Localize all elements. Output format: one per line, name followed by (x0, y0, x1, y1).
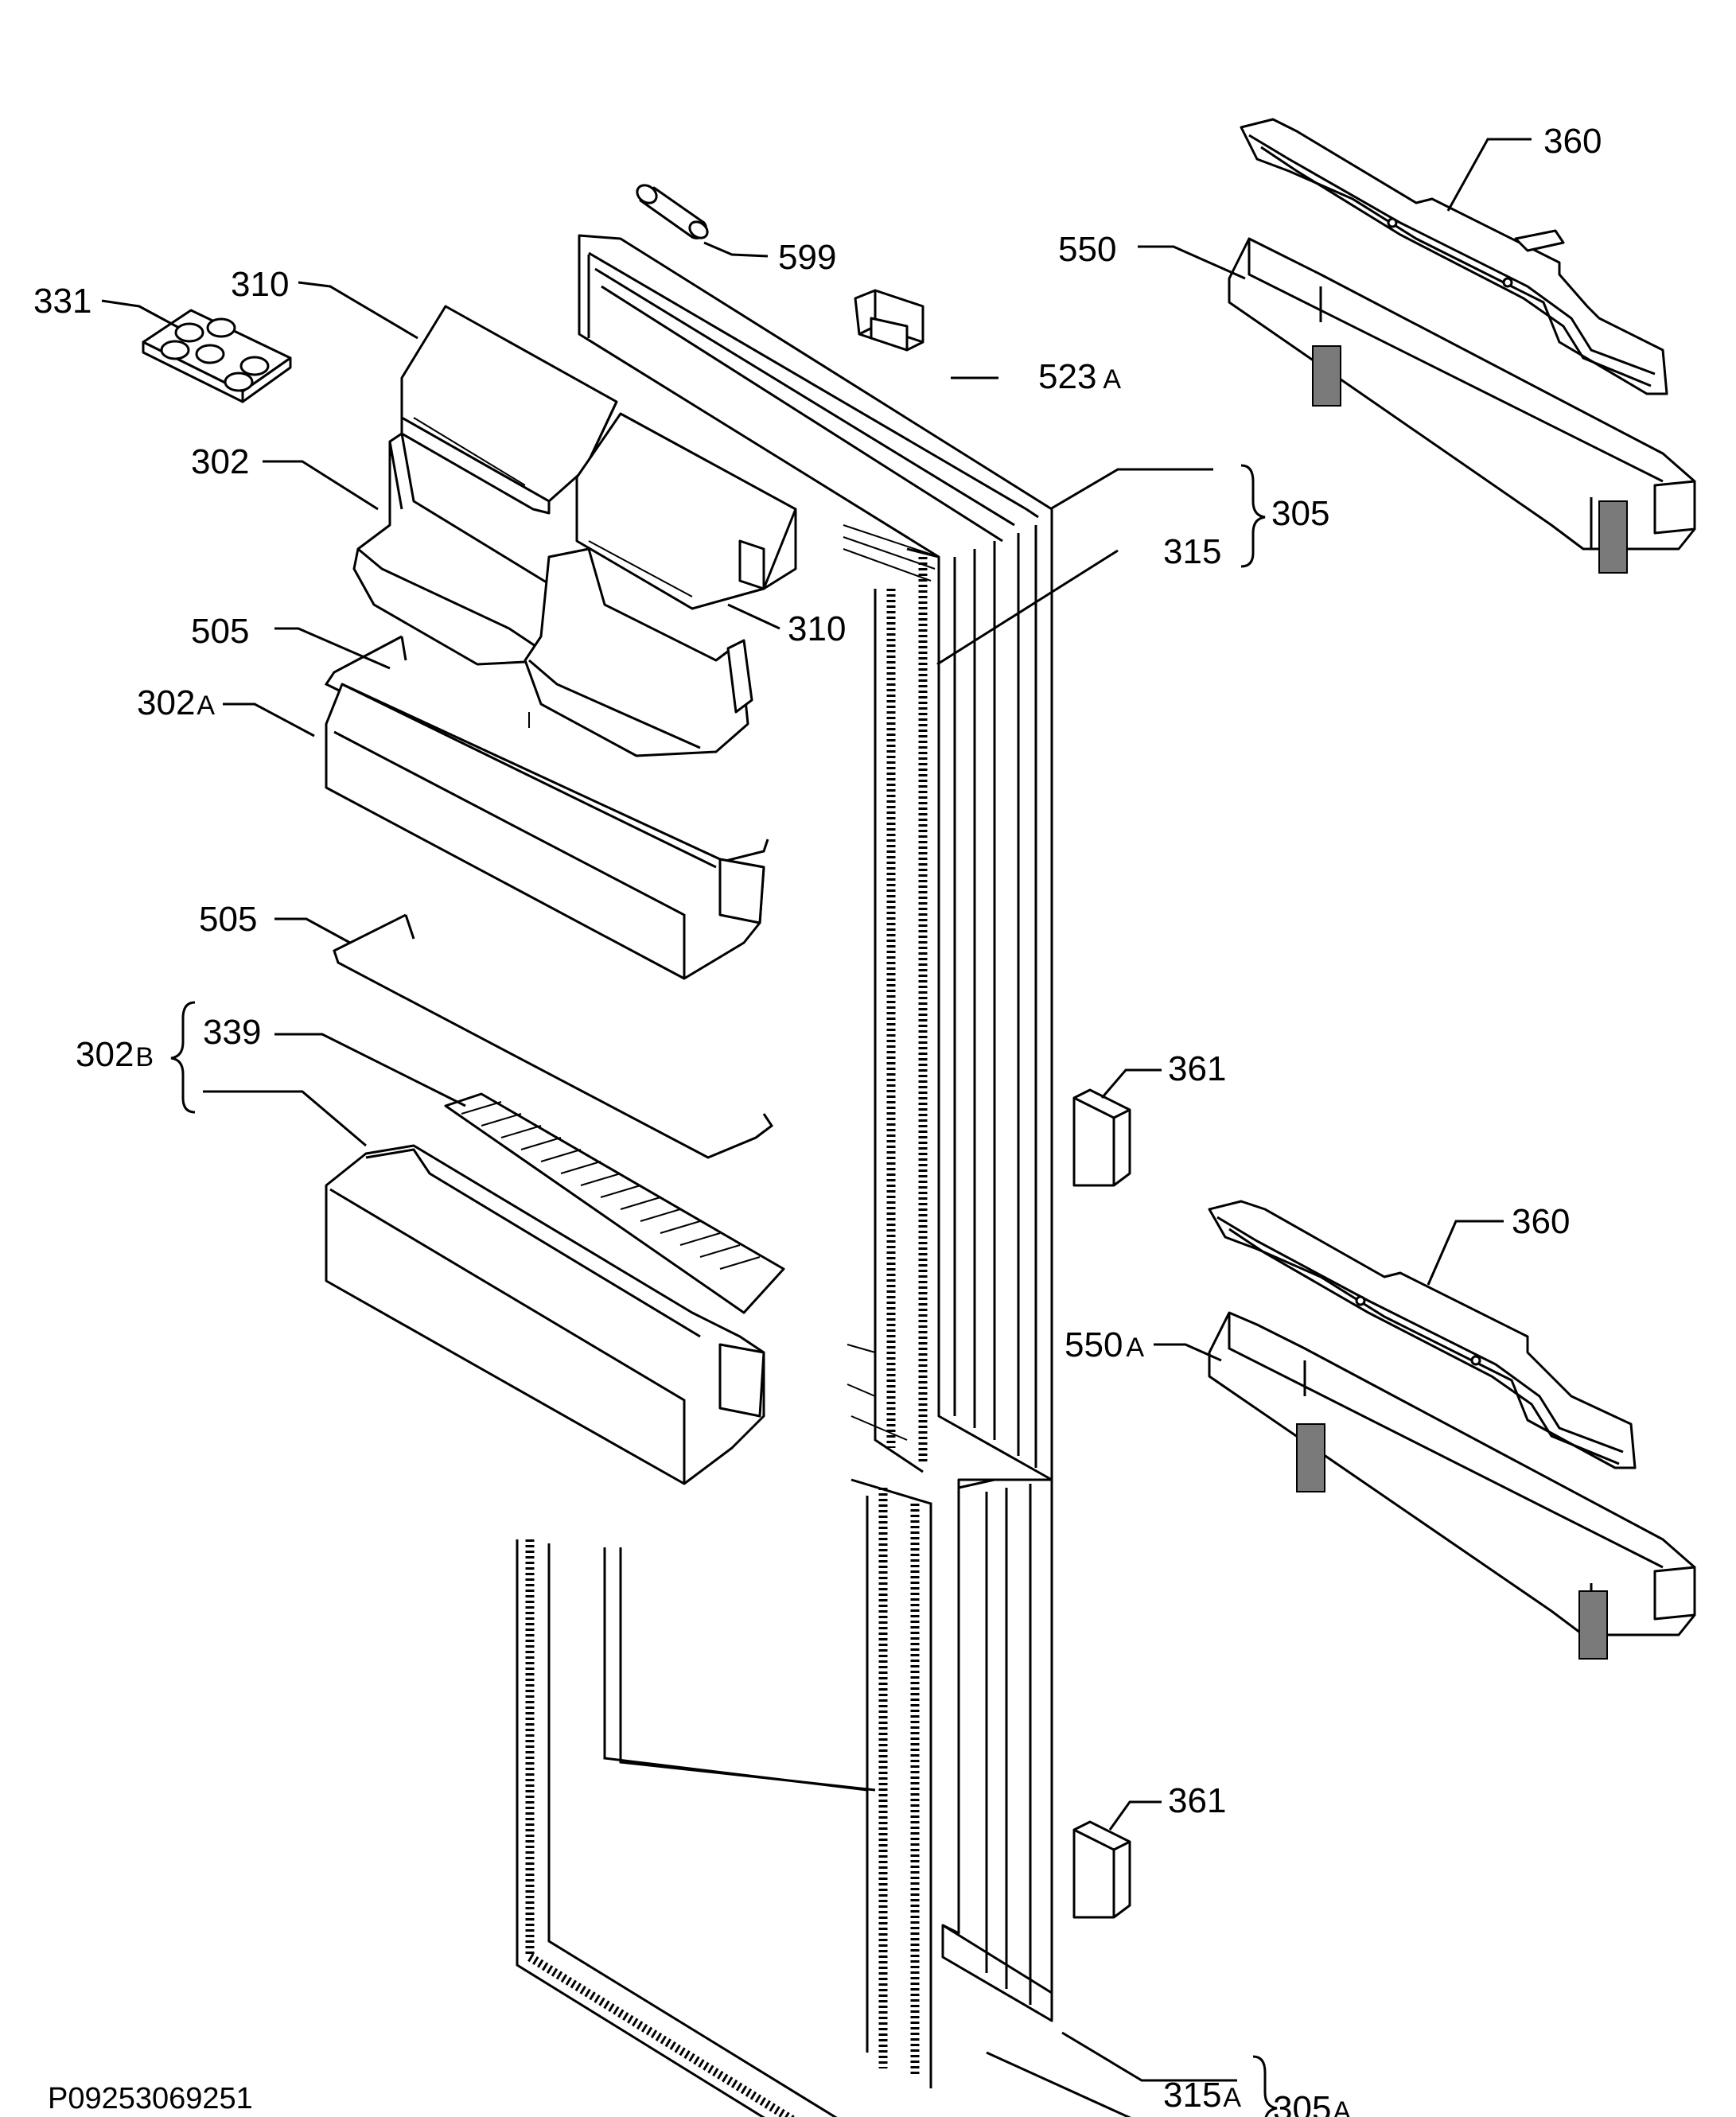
upper-door-frame (578, 234, 1053, 1481)
part-310-cover-right (575, 412, 797, 610)
part-550a-hinge-cover-lower (1208, 1311, 1696, 1660)
part-331-egg-tray (142, 309, 292, 403)
label-360-lower: 360 (1512, 1202, 1570, 1241)
label-505-lower: 505 (199, 900, 257, 939)
leader-lines (101, 138, 1532, 2117)
label-302a: 302A (137, 683, 215, 722)
label-305: 305 (1271, 494, 1329, 533)
label-360-upper: 360 (1543, 122, 1602, 161)
label-310-lower: 310 (788, 609, 846, 648)
upper-door-gasket (843, 524, 940, 1473)
part-599-cylinder (636, 184, 709, 239)
label-302b: 302B (76, 1035, 154, 1074)
label-550: 550 (1058, 230, 1116, 269)
label-331: 331 (33, 282, 91, 321)
lower-door-gasket (516, 1478, 932, 2117)
divider-teeth (461, 1101, 761, 1270)
label-315a-suffix: A (1223, 2083, 1242, 2113)
label-505-upper: 505 (191, 612, 249, 651)
label-305a: 305A (1273, 2089, 1351, 2117)
part-550-hinge-cover-upper (1228, 237, 1696, 574)
part-302b-balcony (325, 1144, 765, 1485)
part-361-clip-lower (1072, 1820, 1131, 1919)
part-302a-balcony (325, 683, 765, 980)
part-523a-switch (854, 289, 924, 352)
label-315a-number: 315 (1163, 2076, 1222, 2115)
label-315: 315 (1163, 532, 1221, 571)
label-599: 599 (778, 238, 836, 277)
label-315a: 315A (1163, 2078, 1241, 2115)
part-505-wire-lower (333, 913, 774, 1159)
part-360-bracket-lower (1208, 1200, 1637, 1469)
label-361-lower: 361 (1168, 1781, 1226, 1820)
reference-code: P09253069251 (48, 2082, 253, 2115)
part-302-balcony-right (524, 547, 753, 757)
braces (170, 464, 1278, 2117)
part-360-bracket-upper (1240, 118, 1668, 395)
label-310-upper: 310 (231, 265, 289, 304)
part-361-clip-upper (1072, 1088, 1131, 1187)
lower-door-frame (941, 1478, 1053, 2022)
label-339: 339 (203, 1013, 261, 1052)
bottom-labels: P09253069251 (48, 2082, 253, 2115)
part-339-divider (444, 1092, 785, 1314)
label-361-upper: 361 (1168, 1049, 1226, 1088)
label-302: 302 (191, 442, 249, 481)
